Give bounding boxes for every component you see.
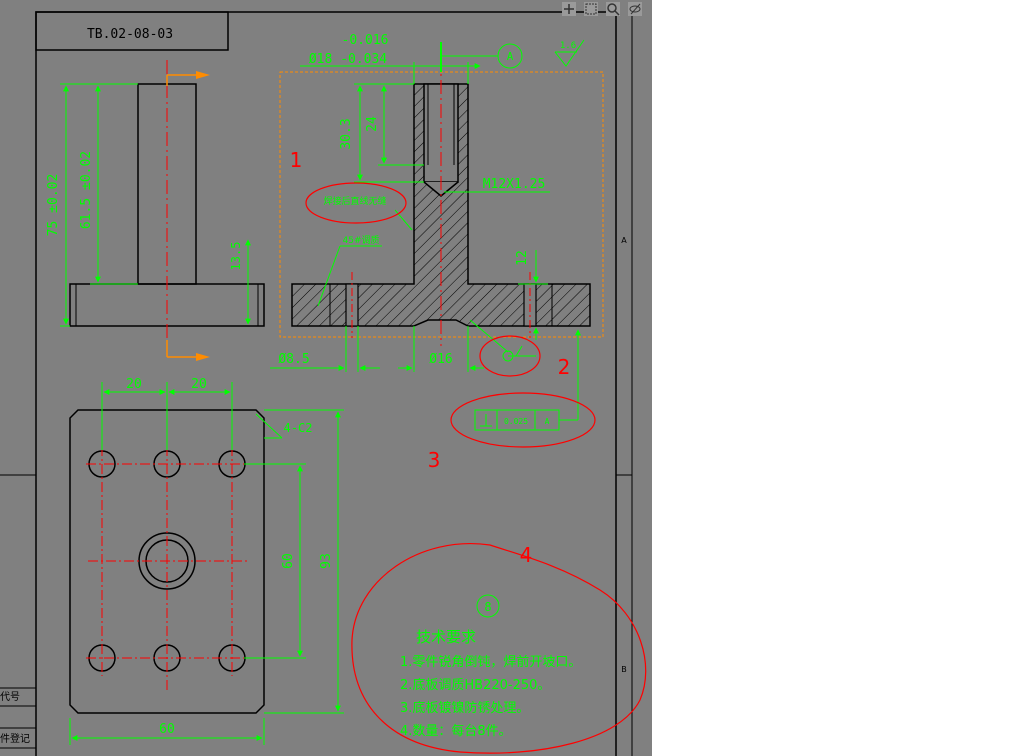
dim-depth-lines — [354, 83, 424, 183]
dim-dia18-lines — [300, 62, 481, 84]
datum-circle — [497, 43, 523, 69]
tech-item-2: 2.底板调质HB220-250。 — [400, 677, 550, 693]
empty-area — [652, 0, 1024, 756]
title-code: TB.02-08-03 — [87, 27, 173, 42]
marker-1: 1 — [290, 148, 303, 172]
perp-value: 0.025 — [504, 417, 528, 426]
markup-ellipse-tech — [351, 543, 647, 754]
perp-datum: A — [545, 417, 550, 426]
plate-centerlines — [86, 392, 250, 690]
orbit-icon[interactable] — [628, 2, 642, 16]
section-view: A 1.6 -0.016 Ø18 -0.034 30.3 24 M12X1.25… — [270, 33, 604, 431]
weld-leader — [469, 319, 509, 353]
dim-shaft-dia: Ø16 — [429, 352, 452, 367]
datum-label: A — [507, 50, 514, 63]
tech-requirements: 8 技术要求 1.零件锐角倒钝，焊前开坡口。 2.底板调质HB220-250。 … — [400, 594, 581, 739]
title-block-label-register: 件登记 — [0, 732, 30, 745]
dim-30-3: 30.3 — [339, 118, 354, 149]
zone-label-a: A — [621, 236, 627, 245]
tech-circle — [476, 594, 500, 618]
dim-20-left: 20 — [126, 377, 142, 392]
section-arrow-top — [166, 71, 210, 86]
dim-base-thickness: 13.5 — [229, 242, 243, 271]
pan-icon[interactable] — [562, 2, 576, 16]
top-view: 20 20 4-C2 60 93 60 — [69, 377, 344, 745]
title-block-label-code: 代号 — [0, 691, 20, 703]
red-markups — [305, 182, 647, 754]
roughness-symbol — [554, 39, 585, 67]
dim-60-vertical: 60 — [281, 553, 296, 569]
front-dimensions — [60, 83, 251, 327]
dim-total-height: 75 ±0.02 — [46, 174, 61, 237]
dim-diameter-18: Ø18 -0.034 — [309, 52, 387, 67]
view-toolbar — [562, 2, 642, 16]
marker-3: 3 — [428, 448, 441, 472]
sheet-frame — [0, 11, 633, 756]
markup-ellipse-symbol — [479, 335, 541, 377]
zoom-icon[interactable] — [606, 2, 620, 16]
plate-dimensions — [69, 382, 344, 745]
dim-24: 24 — [365, 116, 380, 132]
note-heat-treat: 45#调质 — [343, 234, 380, 246]
tech-title: 技术要求 — [416, 628, 476, 646]
dim-12-lines — [518, 250, 548, 340]
dim-12: 12 — [515, 250, 530, 266]
markup-ellipse-weld — [305, 182, 407, 224]
dim-tolerance-upper: -0.016 — [342, 33, 389, 48]
zoom-window-icon[interactable] — [584, 2, 598, 16]
note-weld: 焊接后直线无缝 — [323, 195, 386, 207]
drawing-background — [0, 0, 652, 756]
dim-hole-dia: Ø8.5 — [278, 352, 309, 367]
tech-circle-label: 8 — [484, 600, 491, 614]
dim-20-right: 20 — [191, 377, 207, 392]
dim-93: 93 — [319, 553, 334, 569]
zone-label-b: B — [621, 665, 627, 674]
plate-outline — [69, 409, 265, 714]
dim-shaft-height: 61.5 ±0.02 — [79, 151, 94, 229]
dim-chamfer: 4-C2 — [284, 421, 313, 435]
marker-4: 4 — [520, 543, 533, 567]
dim-bottom-lines — [270, 326, 484, 372]
dim-60-horizontal: 60 — [159, 722, 175, 737]
tech-item-1: 1.零件锐角倒钝，焊前开坡口。 — [400, 654, 581, 670]
roughness-value: 1.6 — [560, 41, 576, 51]
section-arrow-bottom — [166, 340, 210, 361]
perpendicularity-frame — [474, 329, 581, 431]
thread-dim: M12X1.25 — [483, 177, 546, 192]
marker-2: 2 — [558, 355, 571, 379]
front-view: 75 ±0.02 61.5 ±0.02 13.5 — [46, 60, 265, 361]
tech-item-4: 4.数量：每台8件。 — [400, 723, 512, 739]
tech-item-3: 3.底板镀镍防锈处理。 — [400, 700, 529, 716]
markup-ellipse-frame — [450, 392, 596, 448]
